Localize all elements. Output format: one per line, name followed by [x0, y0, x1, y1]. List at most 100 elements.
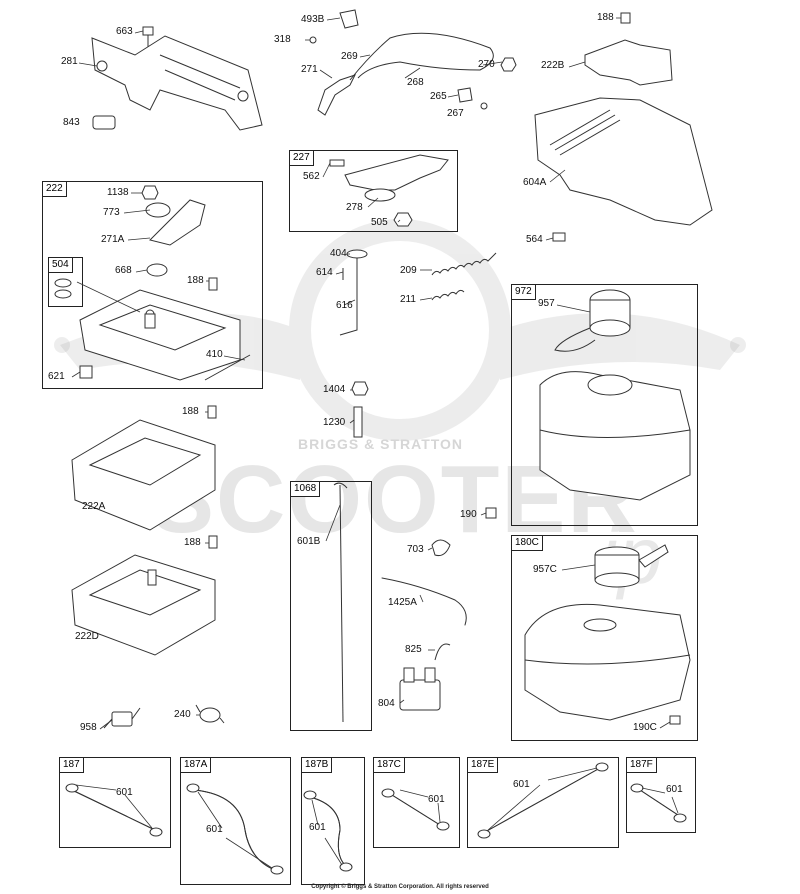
part-188-screw-c: [207, 405, 217, 419]
label-493b: 493B: [301, 14, 325, 25]
box-187e-tag: 187E: [468, 758, 499, 773]
part-958-valve: [103, 707, 141, 729]
label-222a: 222A: [82, 501, 106, 512]
box-972-tag: 972: [512, 285, 536, 300]
box-1068: 1068: [290, 481, 372, 731]
part-957-cap: [554, 289, 631, 352]
label-616: 616: [336, 300, 353, 311]
label-601-187f: 601: [666, 784, 683, 795]
label-1138: 1138: [107, 187, 129, 198]
label-269: 269: [341, 51, 358, 62]
part-773-plate: [145, 199, 206, 246]
leader-lines: [71, 17, 679, 869]
part-318-screw: [309, 36, 317, 44]
part-564-screw: [552, 232, 566, 242]
label-703: 703: [407, 544, 424, 555]
label-1425a: 1425A: [388, 597, 417, 608]
label-601-187c: 601: [428, 794, 445, 805]
box-1068-tag: 1068: [291, 482, 321, 497]
part-222d-bracket: [71, 554, 216, 656]
label-270: 270: [478, 59, 495, 70]
label-404: 404: [330, 248, 347, 259]
label-601-187: 601: [116, 787, 133, 798]
part-187e-hose: [477, 762, 609, 839]
box-187c: 187C: [373, 757, 460, 848]
box-227: 227: [289, 150, 458, 232]
part-268-cable: [349, 32, 494, 81]
part-604a-shroud: [534, 97, 713, 226]
label-1404: 1404: [323, 384, 346, 395]
label-505: 505: [371, 217, 388, 228]
label-564: 564: [526, 234, 543, 245]
label-271a: 271A: [101, 234, 125, 245]
label-957: 957: [538, 298, 555, 309]
label-318: 318: [274, 34, 291, 45]
part-211-spring: [431, 289, 465, 301]
label-1230: 1230: [323, 417, 346, 428]
part-668-washer: [146, 263, 168, 277]
label-957c: 957C: [533, 564, 557, 575]
part-825-hose: [434, 643, 451, 661]
box-180c: 180C: [511, 535, 698, 741]
label-268: 268: [407, 77, 424, 88]
label-281: 281: [61, 56, 78, 67]
label-825: 825: [405, 644, 422, 655]
label-601-187a: 601: [206, 824, 223, 835]
label-958: 958: [80, 722, 97, 733]
label-211: 211: [400, 294, 416, 305]
part-188-screw-b: [208, 277, 218, 291]
part-972-tank: [539, 371, 691, 501]
label-601b: 601B: [297, 536, 321, 547]
box-187f-tag: 187F: [627, 758, 657, 773]
label-188-top: 188: [597, 12, 614, 23]
part-227-lever: [329, 154, 449, 227]
label-222d: 222D: [75, 631, 99, 642]
box-504-tag: 504: [49, 258, 73, 273]
box-187b: 187B: [301, 757, 365, 885]
label-240: 240: [174, 709, 191, 720]
part-1230-stud: [353, 406, 363, 438]
part-187f-hose: [630, 783, 687, 823]
box-187b-tag: 187B: [302, 758, 333, 773]
box-187a: 187A: [180, 757, 291, 885]
label-614: 614: [316, 267, 333, 278]
part-1425a-hose: [381, 577, 467, 626]
part-188-screw-top: [620, 12, 631, 24]
part-616-shaft: [339, 258, 358, 336]
box-222-tag: 222: [43, 182, 67, 197]
part-265-clip: [457, 87, 473, 103]
label-188-c: 188: [182, 406, 199, 417]
box-187a-tag: 187A: [181, 758, 212, 773]
copyright-notice: Copyright © Briggs & Stratton Corporatio…: [311, 884, 489, 890]
box-187e: 187E: [467, 757, 619, 848]
part-957c-cap: [594, 544, 669, 588]
box-972: 972: [511, 284, 698, 526]
box-187: 187: [59, 757, 171, 848]
box-187c-tag: 187C: [374, 758, 405, 773]
label-621: 621: [48, 371, 65, 382]
label-562: 562: [303, 171, 320, 182]
label-601-187b: 601: [309, 822, 326, 833]
part-703-clip: [431, 539, 451, 556]
label-188-d: 188: [184, 537, 201, 548]
part-601b-dipstick: [333, 482, 348, 723]
label-190c: 190C: [633, 722, 657, 733]
part-267-screw: [480, 102, 488, 110]
part-222b-bracket: [584, 39, 673, 86]
part-209-spring: [431, 252, 497, 276]
label-278: 278: [346, 202, 363, 213]
part-187b-hose: [303, 790, 353, 872]
label-668: 668: [115, 265, 132, 276]
part-1138-nut: [141, 185, 159, 200]
part-222-base-bracket: [79, 289, 241, 381]
label-222b: 222B: [541, 60, 565, 71]
label-773: 773: [103, 207, 120, 218]
box-187f: 187F: [626, 757, 696, 833]
label-663: 663: [116, 26, 133, 37]
label-209: 209: [400, 265, 417, 276]
label-188-b: 188: [187, 275, 204, 286]
part-187a-hose: [186, 783, 284, 875]
label-804: 804: [378, 698, 395, 709]
label-265: 265: [430, 91, 447, 102]
